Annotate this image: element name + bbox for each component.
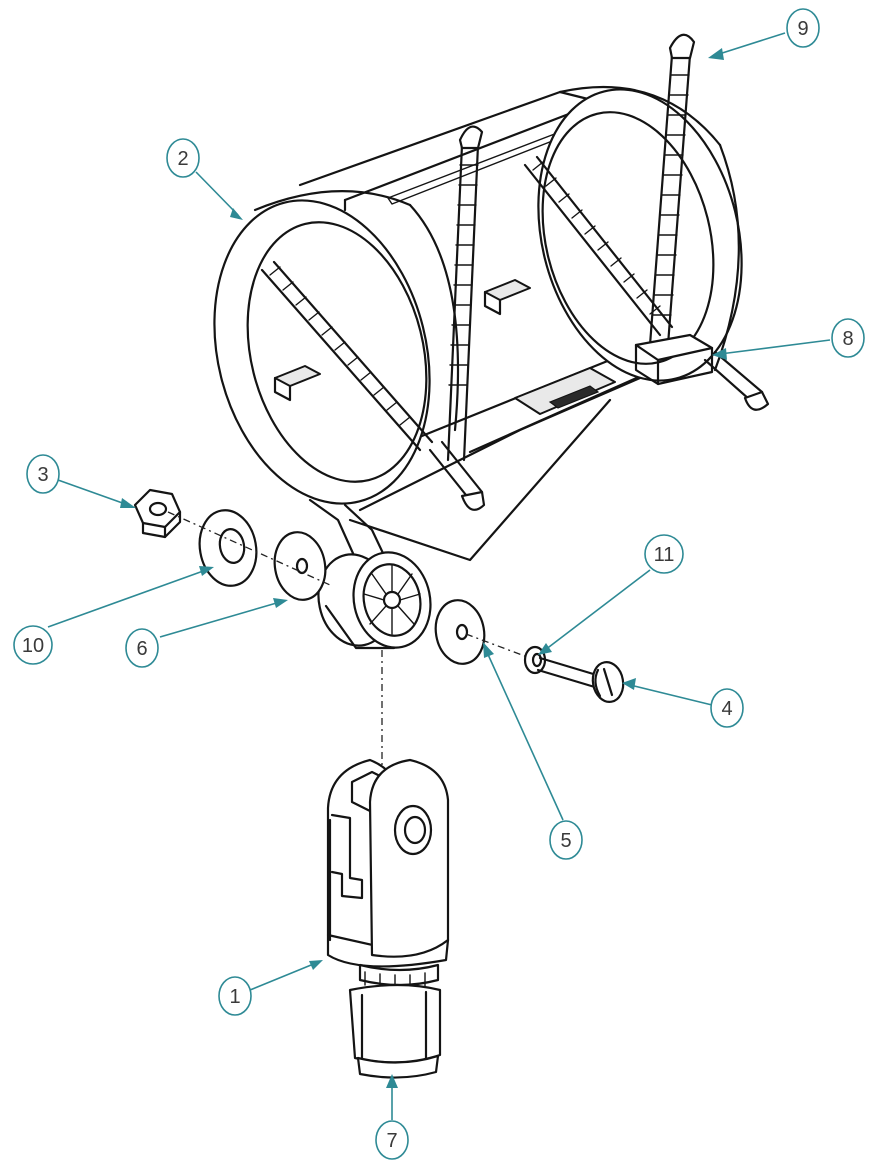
screw bbox=[523, 645, 625, 703]
callout-label: 6 bbox=[136, 638, 147, 660]
callout-4: 4 bbox=[710, 688, 744, 728]
callout-5: 5 bbox=[549, 820, 583, 860]
callout-label: 7 bbox=[386, 1130, 397, 1152]
callout-label: 4 bbox=[721, 698, 732, 720]
callout-11: 11 bbox=[644, 534, 684, 574]
callout-8: 8 bbox=[831, 318, 865, 358]
washer-small bbox=[273, 531, 327, 601]
cage-holder bbox=[213, 85, 743, 592]
callout-label: 1 bbox=[229, 986, 240, 1008]
washer-right bbox=[434, 599, 486, 665]
washer-large bbox=[198, 509, 258, 587]
cable-ties bbox=[260, 33, 770, 511]
callout-label: 11 bbox=[654, 544, 675, 566]
cable-tie-rear bbox=[523, 155, 674, 337]
clevis-base bbox=[326, 758, 450, 990]
nut bbox=[133, 488, 182, 539]
callouts: 1 2 3 4 5 6 7 8 bbox=[13, 8, 865, 1160]
cable-tie-front bbox=[260, 260, 434, 452]
callout-label: 8 bbox=[842, 328, 853, 350]
callout-3: 3 bbox=[26, 454, 60, 494]
callout-label: 9 bbox=[797, 18, 808, 40]
callout-label: 5 bbox=[560, 830, 571, 852]
callout-2: 2 bbox=[166, 138, 200, 178]
callout-label: 10 bbox=[22, 635, 44, 657]
cable-tie-long bbox=[634, 33, 770, 411]
callout-1: 1 bbox=[218, 976, 252, 1016]
callout-9: 9 bbox=[786, 8, 820, 48]
callout-label: 3 bbox=[37, 464, 48, 486]
cable-tie-middle bbox=[428, 125, 486, 511]
callout-10: 10 bbox=[13, 625, 53, 665]
callout-6: 6 bbox=[125, 628, 159, 668]
coupling-nut bbox=[348, 983, 442, 1079]
callout-label: 2 bbox=[177, 148, 188, 170]
pivot-hub bbox=[317, 551, 432, 650]
callout-7: 7 bbox=[375, 1120, 409, 1160]
